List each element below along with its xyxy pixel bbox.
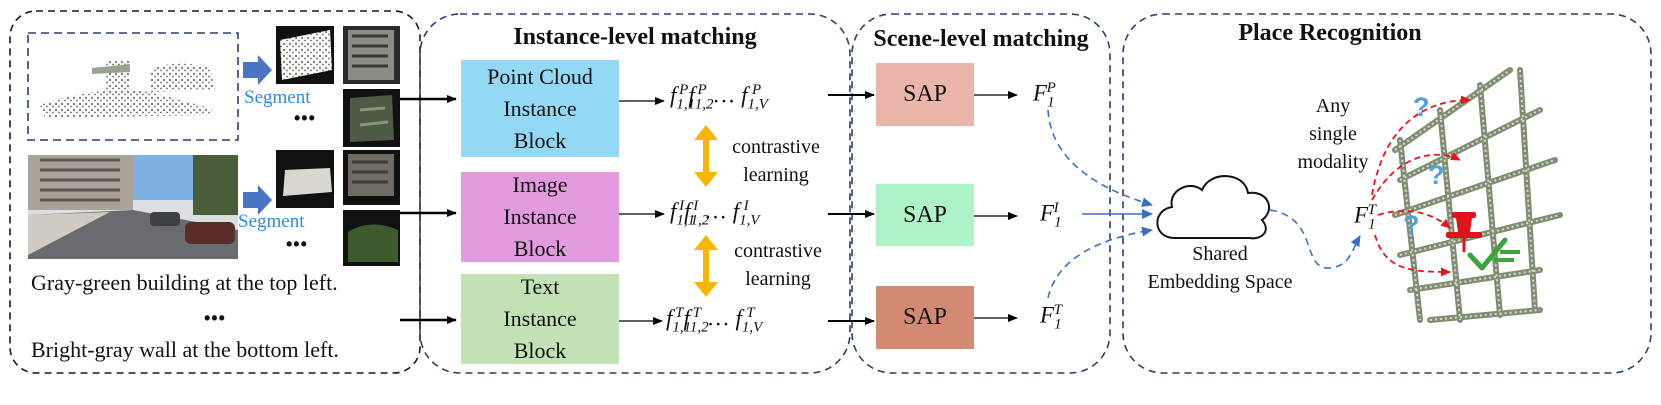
place-recognition-title: Place Recognition [1238,20,1422,46]
block-label-line1: Text [520,274,560,299]
red-dashed-arrow-2 [1371,151,1461,201]
check-icon [1467,237,1520,271]
map-pin-icon [1446,212,1482,252]
instance-level-title: Instance-level matching [513,24,757,50]
point-cloud-segments [276,26,400,147]
text-caption-line2: Bright-gray wall at the bottom left. [31,337,339,362]
segment-label-bottom: Segment [238,211,305,232]
dashed-arrow-global-p [1047,109,1153,207]
segment-arrow-bottom [243,185,272,215]
sap-block-pointcloud: SAP [876,63,974,126]
segment-label-top: Segment [244,87,311,108]
feature-sequence-pointcloud: f1,1Pf1,2P … f1,VP [670,82,768,113]
scene-level-title: Scene-level matching [873,26,1089,52]
question-mark-icon: ? [1403,210,1420,240]
block-label-line3: Block [513,127,567,153]
point-cloud-image [40,60,215,118]
place-recognition-frame [1122,13,1652,374]
block-label-line3: Block [513,338,567,363]
red-dashed-arrow-1 [1371,95,1471,196]
text-caption-line1: Gray-green building at the top left. [31,270,338,295]
block-label-line1: Point Cloud [487,63,593,89]
global-descriptor-pointcloud: F1P [1033,80,1056,111]
block-label-line3: Block [513,236,567,261]
block-label-line1: Image [512,172,568,197]
block-label-line2: Instance [503,95,577,121]
scene-level-frame [851,13,1111,374]
feature-sequence-image: f1,1If1,2I … f1,VI [670,198,760,229]
instance-level-frame [419,13,851,374]
red-dashed-arrow-4 [1374,234,1451,277]
segment-arrow-top [243,55,272,85]
global-descriptor-text: F1T [1040,302,1062,333]
dashed-arrow-embedding-query [1269,209,1361,269]
dashed-arrow-global-t [1047,226,1153,299]
question-mark-icon: ? [1428,160,1445,190]
cloud-icon [1156,175,1270,240]
query-descriptor: F1T [1354,202,1376,233]
red-dashed-arrow-3 [1377,210,1451,229]
more-segments-bottom: ••• [286,234,308,254]
sap-block-image: SAP [876,184,974,246]
contrastive-arrow-lower [694,235,718,297]
contrastive-arrow-upper [694,125,718,187]
block-label-line2: Instance [503,204,577,229]
global-descriptor-image: F1I [1040,200,1062,231]
more-segments-top: ••• [294,108,316,128]
block-label-line2: Instance [503,306,577,331]
point-cloud-image-frame [27,32,239,141]
camera-image [28,155,238,259]
feature-sequence-text: f1,1Tf1,2T … f1,VT [666,305,763,336]
sap-block-text: SAP [876,286,974,349]
question-mark-icon: ? [1413,92,1430,122]
map-image [1378,55,1563,330]
text-caption-ellipsis: ••• [204,308,226,328]
image-segments [276,150,400,266]
